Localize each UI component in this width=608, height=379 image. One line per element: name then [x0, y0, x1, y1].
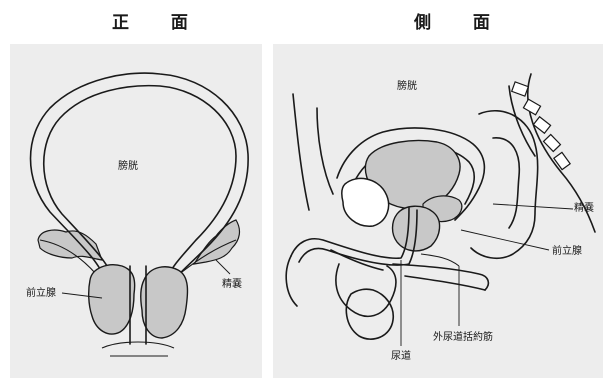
- vertebrae: [512, 82, 570, 170]
- label-bladder: 膀胱: [118, 159, 138, 172]
- label-urethra: 尿道: [391, 349, 411, 362]
- front-view-panel: 膀胱 前立腺 精嚢: [10, 44, 262, 378]
- label-sphincter: 外尿道括約筋: [433, 330, 493, 343]
- label-prostate: 前立腺: [552, 244, 582, 257]
- side-view-title: 側 面: [414, 8, 508, 33]
- seminal-vesicle-left: [38, 230, 102, 260]
- front-view-title: 正 面: [112, 8, 206, 33]
- label-prostate: 前立腺: [26, 286, 56, 299]
- label-seminal-vesicle: 精嚢: [574, 201, 594, 214]
- side-view-panel: 膀胱 精嚢 前立腺 尿道 外尿道括約筋: [273, 44, 603, 378]
- prostate-left-lobe: [89, 265, 135, 334]
- front-view-illustration: 膀胱 前立腺 精嚢: [10, 44, 262, 378]
- side-view-illustration: 膀胱 精嚢 前立腺 尿道 外尿道括約筋: [273, 44, 603, 378]
- seminal-vesicle-right: [194, 220, 239, 264]
- label-seminal-vesicle: 精嚢: [222, 277, 242, 290]
- label-bladder: 膀胱: [397, 79, 417, 92]
- prostate-right-lobe: [141, 267, 188, 338]
- testis: [346, 289, 393, 339]
